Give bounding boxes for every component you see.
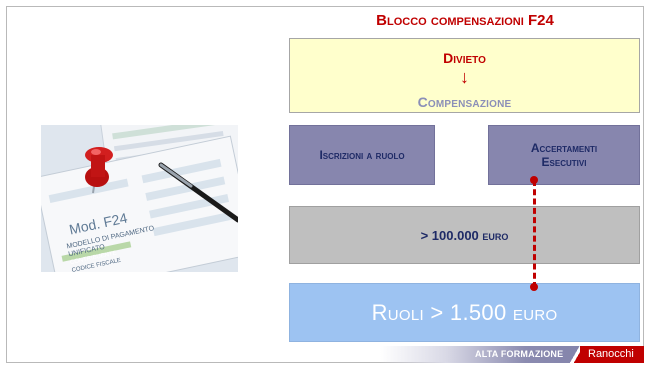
connector-dot-bottom [530, 283, 538, 291]
slide-frame [6, 6, 644, 363]
ruoli-1500-box: Ruoli > 1.500 euro [289, 283, 640, 342]
threshold-100000-label: > 100.000 euro [420, 227, 509, 243]
arrow-down-icon: ↓ [460, 67, 469, 87]
dashed-connector [533, 180, 536, 288]
divieto-box: Divieto ↓ Compensazione [289, 38, 640, 113]
f24-photo-illustration: Mod. F24 MODELLO DI PAGAMENTO UNIFICATO … [41, 125, 238, 272]
esecutivi-line: Esecutivi [541, 155, 587, 169]
threshold-100000-box: > 100.000 euro [289, 206, 640, 264]
footer-brand-logo: Ranocchi [580, 346, 644, 363]
accertamenti-line: Accertamenti [530, 141, 598, 155]
ruoli-1500-label: Ruoli > 1.500 euro [371, 299, 558, 325]
accertamenti-esecutivi-label: Accertamenti Esecutivi [531, 141, 597, 169]
slide-title: Blocco compensazioni F24 [376, 12, 554, 29]
accertamenti-esecutivi-box: Accertamenti Esecutivi [488, 125, 640, 185]
compensazione-label: Compensazione [417, 94, 512, 110]
iscrizioni-a-ruolo-label: Iscrizioni a ruolo [319, 148, 405, 162]
f24-form-photo: Mod. F24 MODELLO DI PAGAMENTO UNIFICATO … [41, 125, 238, 272]
divieto-label: Divieto [443, 50, 486, 66]
footer-label: ALTA FORMAZIONE [475, 349, 564, 359]
connector-dot-top [530, 176, 538, 184]
iscrizioni-a-ruolo-box: Iscrizioni a ruolo [289, 125, 435, 185]
